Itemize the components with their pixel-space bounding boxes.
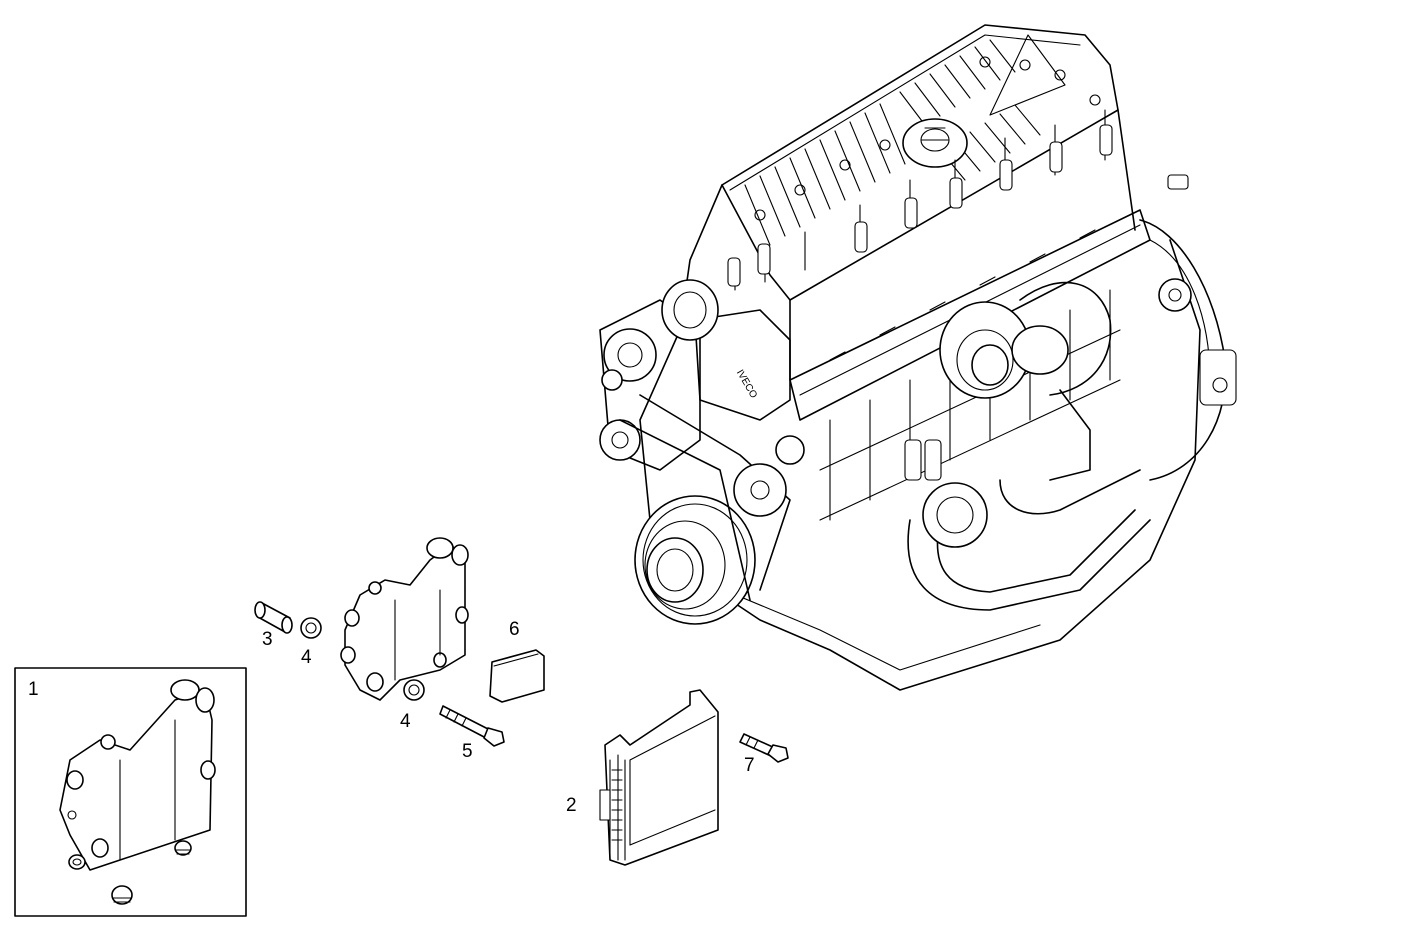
injector-lines	[727, 124, 1113, 287]
idler-pulley	[733, 463, 787, 517]
crankshaft-pulley	[634, 495, 756, 625]
callout-1: 1	[28, 679, 39, 700]
part-7-bolt	[739, 733, 789, 763]
inset-frame	[14, 667, 247, 917]
part-6-pad	[489, 649, 545, 703]
part-4-seal-upper	[300, 617, 322, 639]
callout-6: 6	[509, 619, 520, 640]
plug-1a	[68, 854, 86, 870]
callout-4-upper: 4	[301, 647, 312, 668]
callout-3: 3	[262, 629, 273, 650]
callout-2: 2	[566, 795, 577, 816]
plug-1c	[111, 885, 133, 905]
part-4-seal-lower	[403, 679, 425, 701]
part-5-bolt	[439, 705, 505, 747]
egr-valve	[922, 482, 988, 548]
mounting-bracket	[340, 537, 469, 701]
iveco-brand-text: IVECO	[734, 368, 759, 401]
front-housing: IVECO	[661, 279, 791, 421]
timing-gear-cover	[599, 299, 701, 471]
turbocharger	[939, 281, 1112, 481]
part-2-control-unit	[599, 689, 719, 866]
heat-exchanger-assembly	[59, 679, 216, 871]
callout-7: 7	[744, 755, 755, 776]
part-3-sleeve	[254, 601, 293, 634]
callout-4-lower: 4	[400, 711, 411, 732]
rocker-cover-ribs	[744, 39, 1041, 246]
oil-filler-cap	[902, 118, 968, 168]
callout-5: 5	[462, 741, 473, 762]
plug-1b	[174, 840, 192, 856]
engine-assembly: IVECO	[599, 24, 1237, 691]
part-1-inset: 1	[14, 667, 247, 917]
